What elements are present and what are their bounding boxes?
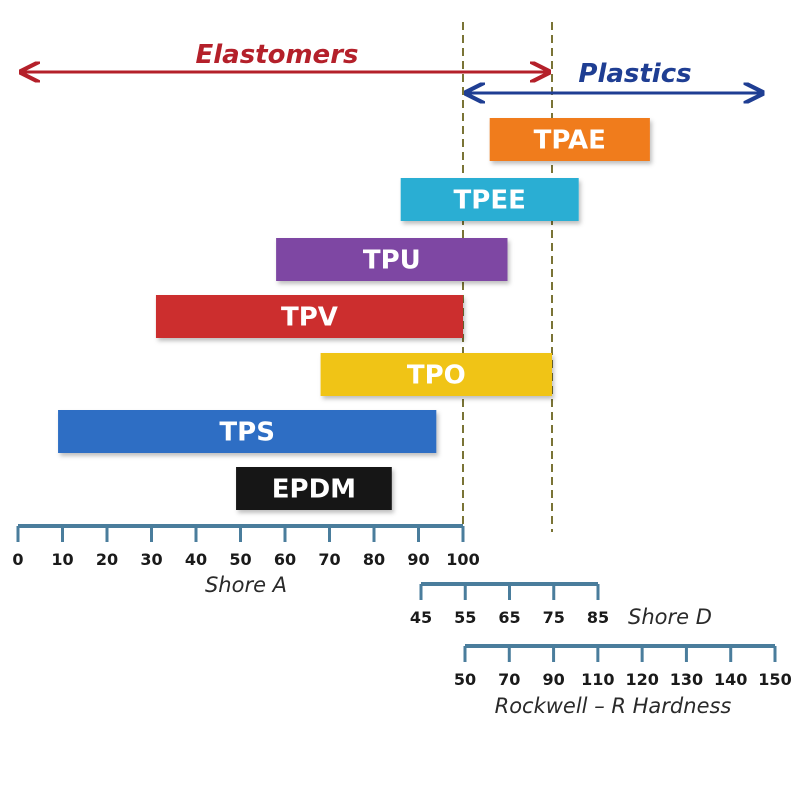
bar-tps: TPS <box>58 410 437 453</box>
bar-label-tpu: TPU <box>363 246 421 276</box>
tick-label-65: 65 <box>498 608 520 627</box>
tick-label-45: 45 <box>410 608 432 627</box>
tick-label-60: 60 <box>274 550 296 569</box>
bar-label-epdm: EPDM <box>272 475 356 505</box>
tick-label-120: 120 <box>625 670 658 689</box>
bar-tpo: TPO <box>320 353 552 396</box>
tick-label-70: 70 <box>498 670 520 689</box>
scale-title-rockwell-r-hardness: Rockwell – R Hardness <box>495 694 732 718</box>
bar-tpae: TPAE <box>489 118 650 161</box>
bar-rect-tpv <box>155 295 463 338</box>
tick-label-50: 50 <box>229 550 251 569</box>
tick-label-30: 30 <box>140 550 162 569</box>
tick-label-75: 75 <box>543 608 565 627</box>
plastics-label: Plastics <box>578 59 691 89</box>
tick-label-90: 90 <box>407 550 429 569</box>
elastomers-label: Elastomers <box>195 40 358 70</box>
bar-epdm: EPDM <box>236 467 392 510</box>
tick-label-70: 70 <box>318 550 340 569</box>
tick-label-40: 40 <box>185 550 207 569</box>
scale-title-shore-a: Shore A <box>205 573 287 597</box>
bar-rect-tpee <box>400 178 579 221</box>
tick-label-80: 80 <box>363 550 385 569</box>
tick-label-10: 10 <box>51 550 73 569</box>
bar-rect-tps <box>58 410 437 453</box>
bar-label-tpee: TPEE <box>454 186 526 216</box>
tick-label-130: 130 <box>670 670 703 689</box>
scale-shore-d: 45 55 65 75 85 Shore D <box>410 582 712 629</box>
tick-label-140: 140 <box>714 670 747 689</box>
tick-label-85: 85 <box>587 608 609 627</box>
bar-tpv: TPV <box>155 295 463 338</box>
bar-rect-tpae <box>489 118 650 161</box>
tick-label-150: 150 <box>758 670 791 689</box>
tick-label-100: 100 <box>446 550 479 569</box>
bar-tpee: TPEE <box>400 178 579 221</box>
bar-rect-epdm <box>236 467 392 510</box>
bar-label-tpae: TPAE <box>534 126 606 156</box>
tick-label-90: 90 <box>542 670 564 689</box>
tick-label-0: 0 <box>12 550 23 569</box>
bar-tpu: TPU <box>276 238 508 281</box>
bar-rect-tpo <box>320 353 552 396</box>
tick-label-55: 55 <box>454 608 476 627</box>
bar-label-tpo: TPO <box>407 361 466 391</box>
scale-title-shore-d: Shore D <box>628 605 712 629</box>
tick-label-50: 50 <box>454 670 476 689</box>
bar-label-tps: TPS <box>219 418 275 448</box>
bar-rect-tpu <box>276 238 508 281</box>
tick-label-110: 110 <box>581 670 614 689</box>
tick-label-20: 20 <box>96 550 118 569</box>
bar-label-tpv: TPV <box>281 303 338 333</box>
